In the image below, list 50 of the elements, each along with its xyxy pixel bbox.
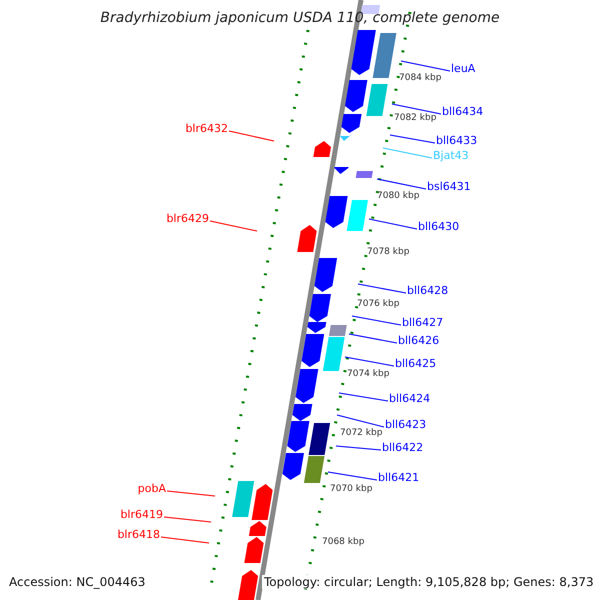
- gene-label: bll6433: [436, 135, 478, 146]
- accession-text: Accession: NC_004463: [9, 576, 146, 588]
- leader-line: [336, 414, 384, 428]
- tick-label: 7074 kbp: [347, 370, 390, 379]
- tick-label: 7080 kbp: [377, 192, 420, 201]
- tick-label: 7072 kbp: [340, 429, 382, 438]
- leader-line: [392, 104, 442, 114]
- leader-line: [166, 490, 216, 496]
- gene-label: bll6425: [395, 358, 436, 369]
- tick-label: 7082 kbp: [394, 114, 436, 123]
- diagram-title: Bradyrhizobium japonicum USDA 110, complete genome: [99, 11, 501, 25]
- gene-label: bll6421: [378, 472, 420, 483]
- leader-line: [160, 536, 210, 544]
- gene-label: bsl6431: [427, 181, 471, 192]
- tick-label: 7070 kbp: [330, 485, 372, 494]
- leader-line: [344, 356, 394, 366]
- leader-line: [376, 178, 426, 190]
- gene-label: blr6432: [185, 123, 228, 134]
- leader-line: [228, 130, 274, 142]
- gene-label: blr6429: [166, 213, 209, 224]
- gene-label: blr6419: [120, 509, 163, 520]
- tick-label: 7078 kbp: [367, 248, 410, 257]
- gene-label: Bjat43: [433, 150, 469, 161]
- leader-line: [328, 472, 378, 480]
- leader-line: [210, 220, 258, 232]
- leader-line: [368, 218, 418, 230]
- gene-label: bll6430: [418, 221, 460, 232]
- gene-label: blr6418: [117, 529, 160, 540]
- gene-label: bll6427: [402, 317, 444, 328]
- gene-label: bll6424: [389, 393, 430, 404]
- gene-label: bll6428: [407, 285, 448, 296]
- gene-label: bll6426: [398, 335, 440, 346]
- gene-label: pobA: [138, 483, 166, 494]
- tick-label: 7068 kbp: [322, 538, 364, 547]
- tick-label: 7084 kbp: [399, 74, 442, 83]
- leader-line: [336, 446, 382, 450]
- leader-line: [358, 284, 406, 294]
- leader-line: [352, 316, 402, 326]
- gene-label: bll6434: [442, 106, 484, 117]
- genome-summary: Topology: circular; Length: 9,105,828 bp; Genes: 8,373: [262, 575, 596, 589]
- gene-label: bll6423: [385, 419, 426, 430]
- leader-line: [382, 148, 432, 158]
- leader-line: [400, 60, 450, 72]
- gene-label: bll6422: [382, 442, 424, 453]
- leader-line: [390, 134, 436, 144]
- leader-line: [348, 334, 398, 344]
- tick-label: 7076 kbp: [357, 300, 400, 309]
- leader-line: [338, 392, 388, 402]
- leader-line: [164, 516, 212, 522]
- gene-label: leuA: [451, 63, 476, 74]
